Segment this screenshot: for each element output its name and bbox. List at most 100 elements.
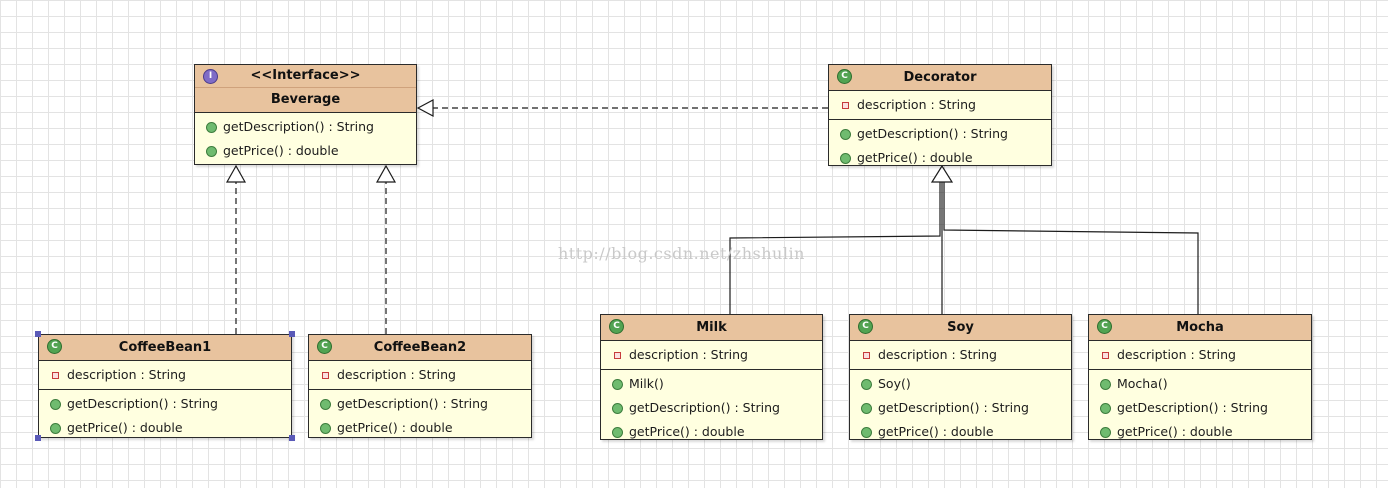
attribute-item[interactable]: description : String [39, 363, 291, 387]
operation-label: getDescription() : String [67, 396, 218, 411]
attribute-label: description : String [857, 97, 976, 112]
public-method-icon [1100, 379, 1111, 390]
operation-item[interactable]: getDescription() : String [850, 396, 1071, 420]
operation-item[interactable]: getPrice() : double [601, 420, 822, 444]
private-field-icon [614, 352, 621, 359]
class-header: C Decorator [829, 65, 1051, 91]
operation-label: getDescription() : String [223, 119, 374, 134]
class-name[interactable]: Mocha [1176, 320, 1224, 335]
attribute-item[interactable]: description : String [601, 343, 822, 367]
operation-label: getPrice() : double [629, 424, 745, 439]
attribute-label: description : String [629, 347, 748, 362]
operation-item[interactable]: Mocha() [1089, 372, 1311, 396]
public-method-icon [861, 379, 872, 390]
operation-label: getDescription() : String [857, 126, 1008, 141]
class-mocha[interactable]: C Mocha description : String Mocha() get… [1088, 314, 1312, 440]
selection-handle-top-left[interactable] [35, 331, 41, 337]
class-icon: C [1097, 319, 1112, 334]
public-method-icon [1100, 427, 1111, 438]
operation-label: getPrice() : double [337, 420, 453, 435]
public-method-icon [861, 427, 872, 438]
class-icon: C [837, 69, 852, 84]
operation-item[interactable]: Milk() [601, 372, 822, 396]
operation-item[interactable]: getPrice() : double [1089, 420, 1311, 444]
operation-item[interactable]: getDescription() : String [1089, 396, 1311, 420]
operations-compartment: Soy() getDescription() : String getPrice… [850, 370, 1071, 446]
attribute-item[interactable]: description : String [829, 93, 1051, 117]
operation-item[interactable]: getDescription() : String [39, 392, 291, 416]
class-decorator[interactable]: C Decorator description : String getDesc… [828, 64, 1052, 166]
public-method-icon [612, 403, 623, 414]
operation-label: Soy() [878, 376, 911, 391]
class-header: C Milk [601, 315, 822, 341]
operations-compartment: getDescription() : String getPrice() : d… [309, 390, 531, 442]
operations-compartment: Mocha() getDescription() : String getPri… [1089, 370, 1311, 446]
selection-handle-bottom-right[interactable] [289, 435, 295, 441]
attribute-label: description : String [878, 347, 997, 362]
attributes-compartment: description : String [829, 91, 1051, 120]
operation-item[interactable]: getDescription() : String [601, 396, 822, 420]
selection-handle-bottom-left[interactable] [35, 435, 41, 441]
class-name[interactable]: CoffeeBean2 [373, 340, 467, 355]
attribute-item[interactable]: description : String [850, 343, 1071, 367]
operation-item[interactable]: getPrice() : double [829, 146, 1051, 170]
realization-arrowhead-coffeebean1 [225, 164, 247, 183]
class-name[interactable]: Decorator [903, 70, 977, 85]
class-header: C Soy [850, 315, 1071, 341]
attributes-compartment: description : String [601, 341, 822, 370]
class-name[interactable]: CoffeeBean1 [118, 340, 212, 355]
class-icon: C [609, 319, 624, 334]
operations-compartment: getDescription() : String getPrice() : d… [195, 113, 416, 165]
operation-item[interactable]: getPrice() : double [850, 420, 1071, 444]
public-method-icon [840, 129, 851, 140]
operation-label: Milk() [629, 376, 664, 391]
operations-compartment: getDescription() : String getPrice() : d… [39, 390, 291, 442]
operation-item[interactable]: Soy() [850, 372, 1071, 396]
class-header: C Mocha [1089, 315, 1311, 341]
class-name[interactable]: Soy [947, 320, 974, 335]
class-header: C CoffeeBean1 [39, 335, 291, 361]
class-soy[interactable]: C Soy description : String Soy() getDesc… [849, 314, 1072, 440]
attributes-compartment: description : String [850, 341, 1071, 370]
operation-item[interactable]: getPrice() : double [195, 139, 416, 163]
class-coffeebean2[interactable]: C CoffeeBean2 description : String getDe… [308, 334, 532, 438]
selection-handle-top-right[interactable] [289, 331, 295, 337]
class-header: I <<Interface>> Beverage [195, 65, 416, 113]
attribute-label: description : String [337, 367, 456, 382]
public-method-icon [612, 427, 623, 438]
realization-arrowhead-decorator [416, 99, 434, 117]
operation-item[interactable]: getPrice() : double [309, 416, 531, 440]
attribute-label: description : String [67, 367, 186, 382]
class-name[interactable]: Milk [696, 320, 727, 335]
generalization-mocha-decorator[interactable] [943, 182, 1199, 314]
public-method-icon [320, 399, 331, 410]
operation-item[interactable]: getDescription() : String [829, 122, 1051, 146]
public-method-icon [612, 379, 623, 390]
public-method-icon [320, 423, 331, 434]
operation-label: getDescription() : String [878, 400, 1029, 415]
class-coffeebean1[interactable]: C CoffeeBean1 description : String getDe… [38, 334, 292, 438]
class-icon: C [858, 319, 873, 334]
class-milk[interactable]: C Milk description : String Milk() getDe… [600, 314, 823, 440]
stereotype-label: <<Interface>> [195, 65, 416, 88]
realization-arrowhead-coffeebean2 [375, 164, 397, 183]
class-beverage[interactable]: I <<Interface>> Beverage getDescription(… [194, 64, 417, 165]
operation-label: Mocha() [1117, 376, 1168, 391]
public-method-icon [1100, 403, 1111, 414]
class-name[interactable]: Beverage [270, 92, 341, 107]
interface-icon: I [203, 69, 218, 84]
attribute-item[interactable]: description : String [309, 363, 531, 387]
operation-item[interactable]: getDescription() : String [195, 115, 416, 139]
class-icon: C [47, 339, 62, 354]
attributes-compartment: description : String [39, 361, 291, 390]
generalization-milk-decorator[interactable] [729, 182, 941, 314]
attribute-item[interactable]: description : String [1089, 343, 1311, 367]
attributes-compartment: description : String [1089, 341, 1311, 370]
operation-label: getPrice() : double [223, 143, 339, 158]
operation-item[interactable]: getPrice() : double [39, 416, 291, 440]
operation-item[interactable]: getDescription() : String [309, 392, 531, 416]
private-field-icon [863, 352, 870, 359]
attributes-compartment: description : String [309, 361, 531, 390]
